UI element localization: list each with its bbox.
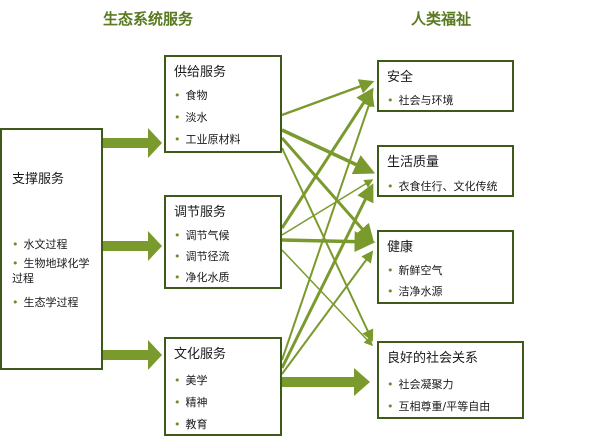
arrow-supply-health — [280, 137, 374, 243]
security-title: 安全 — [387, 70, 414, 85]
arrow-regulate-health — [281, 231, 376, 253]
supply-services-box: 供给服务 •食物 •淡水 •工业原材料 — [164, 55, 282, 153]
arrow-supply-social — [281, 147, 374, 342]
health-box: 健康 •新鲜空气 •洁净水源 — [377, 230, 514, 304]
arrow-supply-quality — [281, 128, 376, 175]
regulating-services-box: 调节服务 •调节气候 •调节径流 •净化水质 — [164, 195, 282, 289]
arrow-regulate-quality — [281, 179, 374, 236]
bullet-icon: • — [174, 374, 181, 387]
service-item: •淡水 — [174, 111, 208, 124]
bullet-icon: • — [174, 396, 181, 409]
social-relations-title: 良好的社会关系 — [387, 351, 479, 366]
arrow-regulate-security — [280, 87, 374, 229]
bullet-icon: • — [12, 257, 19, 270]
cultural-services-box: 文化服务 •美学 •精神 •教育 — [164, 337, 282, 436]
bullet-icon: • — [387, 264, 394, 277]
block-arrow-culture-social — [282, 368, 370, 396]
arrow-culture-quality — [280, 183, 374, 369]
supply-services-title: 供给服务 — [174, 65, 227, 80]
arrow-culture-security — [281, 94, 375, 361]
bullet-icon: • — [12, 296, 19, 309]
service-item: •净化水质 — [174, 271, 230, 284]
service-item: •精神 — [174, 396, 208, 409]
bullet-icon: • — [387, 400, 394, 413]
bullet-icon: • — [387, 285, 394, 298]
regulating-services-title: 调节服务 — [174, 205, 227, 220]
service-item: •调节气候 — [174, 229, 230, 242]
arrow-regulate-social — [281, 249, 374, 347]
cultural-services-title: 文化服务 — [174, 347, 227, 362]
block-arrow-culture — [102, 340, 162, 370]
ecosystem-services-title: 生态系统服务 — [103, 10, 194, 28]
wellbeing-item: •新鲜空气 — [387, 264, 443, 277]
bullet-icon: • — [174, 89, 181, 102]
wellbeing-item: •洁净水源 — [387, 285, 443, 298]
bullet-icon: • — [387, 180, 394, 193]
bullet-icon: • — [174, 133, 181, 146]
wellbeing-item: •社会与环境 — [387, 94, 454, 107]
bullet-icon: • — [174, 250, 181, 263]
bullet-icon: • — [387, 94, 394, 107]
wellbeing-item: •衣食住行、文化传统 — [387, 180, 498, 193]
support-item: •生物地球化学过程 — [12, 257, 90, 285]
bullet-icon: • — [387, 378, 394, 391]
service-item: •食物 — [174, 89, 208, 102]
bullet-icon: • — [174, 418, 181, 431]
human-wellbeing-title: 人类福祉 — [411, 10, 472, 28]
bullet-icon: • — [174, 111, 181, 124]
bullet-icon: • — [174, 271, 181, 284]
support-item: •生态学过程 — [12, 296, 79, 309]
wellbeing-item: •社会凝聚力 — [387, 378, 454, 391]
service-item: •美学 — [174, 374, 208, 387]
service-item: •教育 — [174, 418, 208, 431]
support-services-title: 支撑服务 — [12, 172, 65, 187]
quality-of-life-title: 生活质量 — [387, 155, 440, 170]
block-arrow-supply — [102, 128, 162, 158]
support-services-box: 支撑服务 •水文过程 •生物地球化学过程 •生态学过程 — [0, 128, 103, 370]
quality-of-life-box: 生活质量 •衣食住行、文化传统 — [377, 145, 514, 197]
social-relations-box: 良好的社会关系 •社会凝聚力 •互相尊重/平等自由 — [377, 341, 524, 419]
bullet-icon: • — [174, 229, 181, 242]
wellbeing-item: •互相尊重/平等自由 — [387, 400, 491, 413]
arrow-culture-health — [281, 250, 374, 375]
security-box: 安全 •社会与环境 — [377, 60, 514, 112]
service-item: •调节径流 — [174, 250, 230, 263]
bullet-icon: • — [12, 238, 19, 251]
health-title: 健康 — [387, 240, 414, 255]
service-item: •工业原材料 — [174, 133, 241, 146]
support-item: •水文过程 — [12, 238, 68, 251]
block-arrow-regulate — [102, 231, 162, 261]
